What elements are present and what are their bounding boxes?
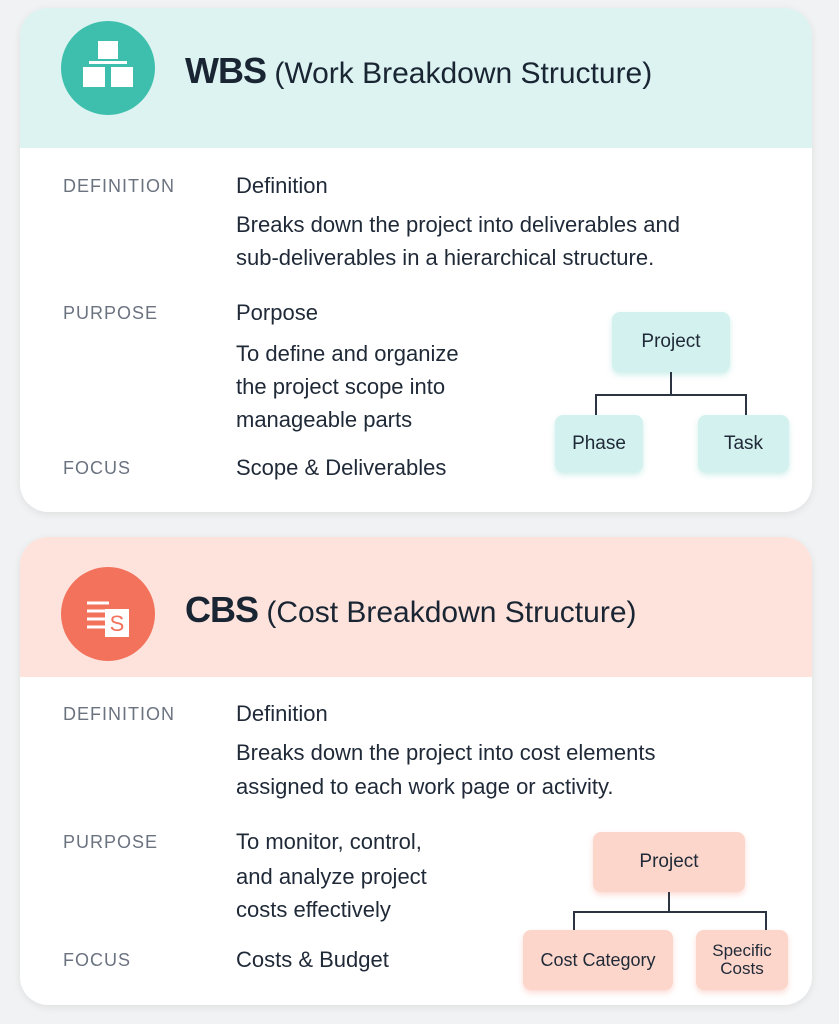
hierarchy-icon: [61, 21, 155, 115]
cbs-card: S CBS (Cost Breakdown Structure) DEFINIT…: [20, 537, 812, 1005]
definition-heading: Definition: [236, 173, 328, 198]
purpose-heading: Porpose: [236, 300, 318, 325]
title-abbr: CBS: [185, 589, 259, 630]
title-abbr: WBS: [185, 50, 267, 91]
definition-line: Breaks down the project into deliverable…: [236, 212, 680, 237]
cbs-header: S CBS (Cost Breakdown Structure): [20, 537, 812, 677]
diagram-node-child: Specific Costs: [696, 930, 788, 990]
purpose-line: To monitor, control,: [236, 829, 422, 854]
connector-line: [595, 394, 747, 396]
connector-line: [595, 394, 597, 415]
diagram-node-child: Cost Category: [523, 930, 673, 990]
wbs-header: WBS (Work Breakdown Structure): [20, 8, 812, 148]
definition-line: sub-deliverables in a hierarchical struc…: [236, 245, 655, 270]
title-full: (Work Breakdown Structure): [266, 57, 653, 90]
definition-line: assigned to each work page or activity.: [236, 774, 614, 799]
purpose-label: PURPOSE: [63, 832, 159, 852]
connector-line: [573, 911, 767, 913]
card-title: WBS (Work Breakdown Structure): [185, 50, 652, 92]
purpose-line: costs effectively: [236, 897, 391, 922]
wbs-card: WBS (Work Breakdown Structure) DEFINITIO…: [20, 8, 812, 512]
diagram-node-root: Project: [612, 312, 730, 372]
diagram-node-child: Phase: [555, 415, 643, 472]
definition-line: Breaks down the project into cost elemen…: [236, 740, 656, 765]
card-title: CBS (Cost Breakdown Structure): [185, 589, 637, 631]
focus-value: Costs & Budget: [236, 947, 389, 972]
connector-line: [745, 394, 747, 415]
diagram-node-root: Project: [593, 832, 745, 892]
purpose-line: To define and organize: [236, 341, 459, 366]
diagram-node-child: Task: [698, 415, 789, 472]
purpose-line: and analyze project: [236, 864, 427, 889]
definition-label: DEFINITION: [63, 176, 175, 196]
connector-line: [670, 372, 672, 395]
purpose-line: manageable parts: [236, 407, 413, 432]
connector-line: [765, 911, 767, 930]
focus-label: FOCUS: [63, 458, 131, 478]
focus-label: FOCUS: [63, 950, 131, 970]
definition-label: DEFINITION: [63, 704, 175, 724]
purpose-line: the project scope into: [236, 374, 446, 399]
connector-line: [668, 892, 670, 912]
definition-heading: Definition: [236, 701, 328, 726]
connector-line: [573, 911, 575, 930]
title-full: (Cost Breakdown Structure): [258, 596, 637, 629]
focus-value: Scope & Deliverables: [236, 455, 447, 480]
svg-text:S: S: [110, 611, 125, 636]
coins-dollar-icon: S: [61, 567, 155, 661]
purpose-label: PURPOSE: [63, 303, 159, 323]
